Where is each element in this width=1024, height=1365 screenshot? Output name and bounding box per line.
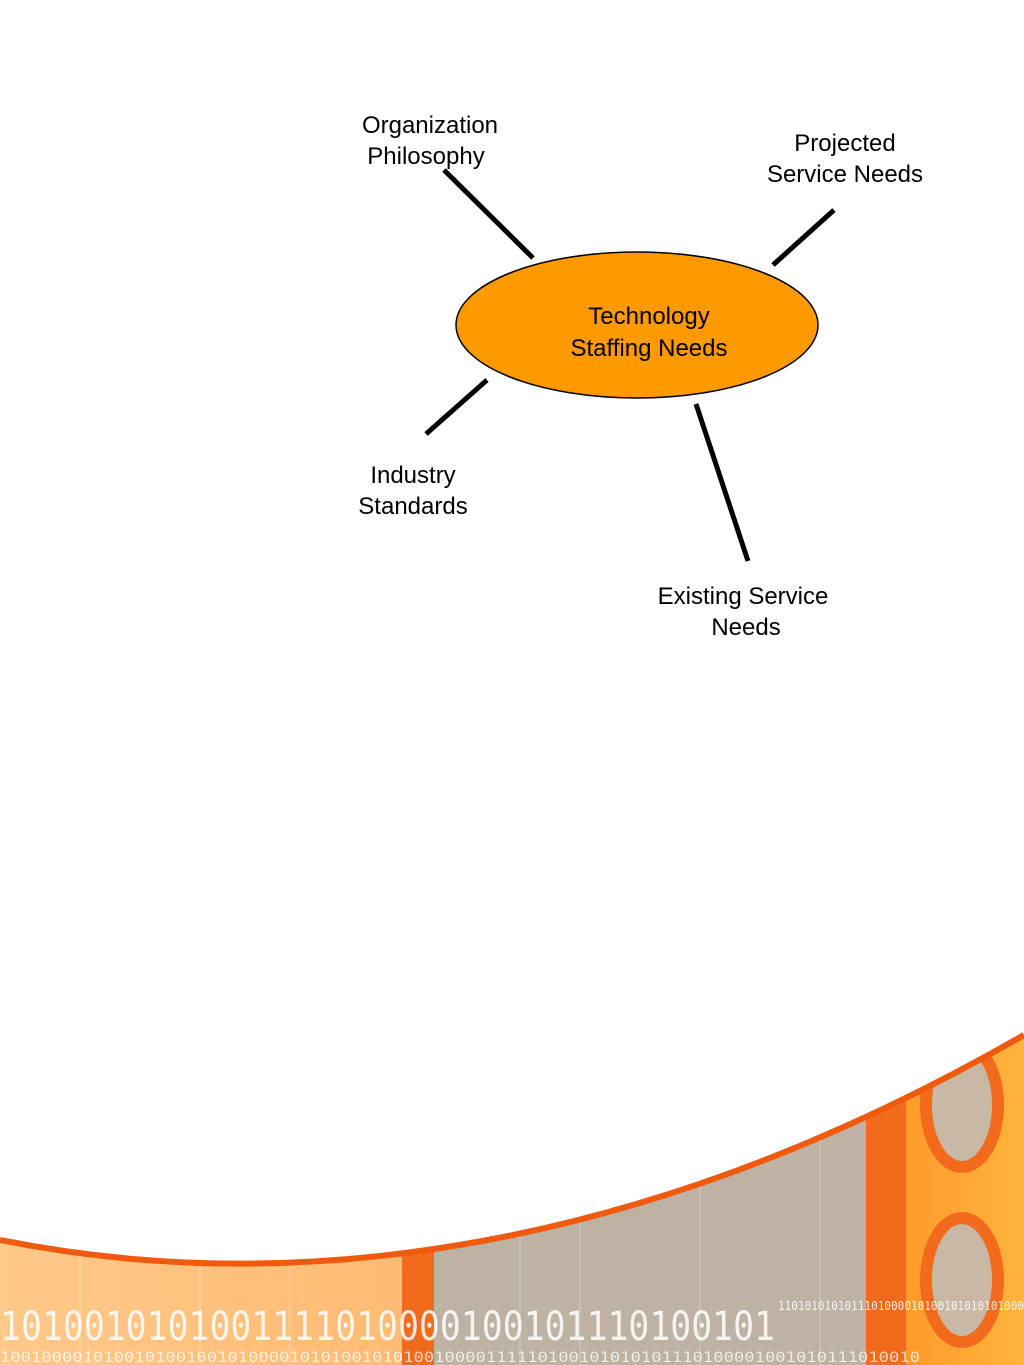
node-existing-service-needs-line1: Existing Service — [657, 583, 829, 610]
connector-existing-service-needs — [693, 403, 751, 562]
binary-row-large: 1010010101001111010000100101110100101 — [0, 1304, 775, 1350]
node-organization-philosophy-line1: Organization — [361, 112, 499, 139]
center-node-label: Technology Staffing Needs — [537, 301, 761, 365]
node-projected-service-needs: Projected Service Needs — [745, 128, 945, 190]
node-industry-standards-line1: Industry — [370, 462, 456, 489]
connector-organization-philosophy — [442, 168, 535, 260]
node-organization-philosophy: Organization Philosophy — [340, 110, 520, 172]
connector-projected-service-needs — [771, 208, 836, 267]
binary-row-bottom: 1001000010100101001001010000101010010101… — [0, 1350, 920, 1365]
node-industry-standards-line2: Standards — [358, 493, 468, 520]
center-node-shape — [455, 251, 819, 399]
node-existing-service-needs: Existing Service Needs — [633, 581, 853, 643]
footer-curve — [0, 1032, 1024, 1267]
connector-industry-standards — [424, 378, 489, 436]
node-existing-service-needs-line2: Needs — [711, 614, 781, 641]
center-node-line1: Technology — [588, 303, 710, 330]
center-node-line2: Staffing Needs — [570, 335, 728, 362]
binary-row-small: 1101010101011101000010100101010101000 — [778, 1299, 1024, 1313]
node-industry-standards: Industry Standards — [333, 460, 493, 522]
footer-ring-bottom — [920, 1212, 1004, 1348]
node-organization-philosophy-line2: Philosophy — [367, 143, 485, 170]
node-projected-service-needs-line2: Service Needs — [766, 161, 924, 188]
node-projected-service-needs-line1: Projected — [794, 130, 896, 157]
